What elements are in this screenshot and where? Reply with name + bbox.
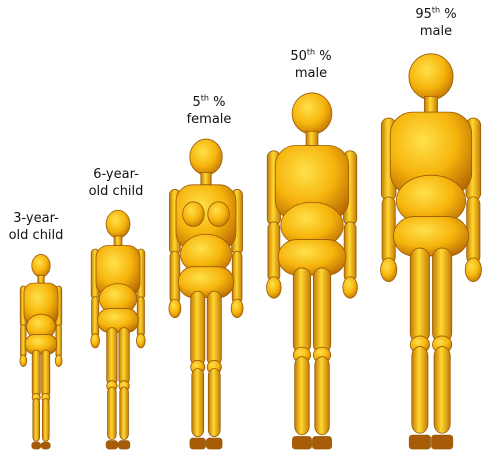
right-forearm <box>232 251 242 304</box>
label-5th-percentile-female: 5th % female <box>174 94 244 128</box>
figure-female5 <box>169 139 243 449</box>
figure-male50 <box>267 93 358 449</box>
right-thigh <box>42 350 50 397</box>
right-thigh <box>313 268 330 353</box>
neck <box>38 275 44 283</box>
head <box>409 54 453 100</box>
head <box>106 210 130 238</box>
label-line-1: 3-year- <box>2 210 70 227</box>
label-line-2: male <box>274 65 348 82</box>
label-line-1: 5th % <box>174 94 244 111</box>
left-forearm <box>382 197 395 264</box>
right-foot <box>206 438 222 449</box>
pelvis <box>25 335 56 354</box>
pelvis <box>278 240 346 275</box>
right-foot <box>118 441 129 449</box>
right-foot <box>432 435 453 449</box>
neck <box>424 96 437 112</box>
right-hand <box>231 299 243 318</box>
right-forearm <box>344 222 356 282</box>
left-foot <box>409 435 430 449</box>
right-shin <box>315 357 330 435</box>
head <box>292 93 332 134</box>
left-forearm <box>170 251 180 304</box>
left-shin <box>412 347 428 434</box>
left-foot <box>190 438 206 449</box>
neck <box>114 236 122 246</box>
label-line-2: male <box>398 23 474 40</box>
left-thigh <box>32 350 40 397</box>
right-shin <box>434 347 450 434</box>
left-hand <box>169 299 181 318</box>
right-thigh <box>119 328 129 385</box>
left-thigh <box>293 268 310 353</box>
left-shin <box>33 399 40 442</box>
right-foot <box>41 442 50 449</box>
left-shin <box>108 387 117 439</box>
right-hand <box>55 355 62 367</box>
label-line-1: 50th % <box>274 48 348 65</box>
label-6-year-old-child: 6-year- old child <box>80 166 152 200</box>
left-forearm <box>92 297 99 337</box>
label-95th-percentile-male: 95th % male <box>398 6 474 40</box>
figure-child3 <box>20 254 62 449</box>
label-line-2: old child <box>2 227 70 244</box>
left-hand <box>91 334 100 348</box>
right-forearm <box>137 297 144 337</box>
label-line-1: 95th % <box>398 6 474 23</box>
right-breast <box>208 202 230 227</box>
right-foot <box>312 437 331 449</box>
left-thigh <box>410 248 429 343</box>
left-shin <box>192 369 204 437</box>
left-foot <box>32 442 41 449</box>
neck <box>306 131 318 145</box>
left-forearm <box>268 222 280 282</box>
right-shin <box>208 369 220 437</box>
label-line-1: 6-year- <box>80 166 152 183</box>
left-foot <box>292 437 311 449</box>
left-thigh <box>107 328 117 385</box>
left-hand <box>381 258 397 282</box>
label-50th-percentile-male: 50th % male <box>274 48 348 82</box>
right-thigh <box>207 291 221 365</box>
left-thigh <box>191 291 205 365</box>
head <box>190 139 222 175</box>
right-thigh <box>433 248 452 343</box>
left-breast <box>183 202 205 227</box>
right-hand <box>136 334 145 348</box>
pelvis <box>178 267 233 298</box>
left-shin <box>295 357 310 435</box>
label-3-year-old-child: 3-year- old child <box>2 210 70 244</box>
left-foot <box>106 441 117 449</box>
right-hand <box>343 277 358 298</box>
head <box>32 254 50 277</box>
figure-male95 <box>381 54 482 449</box>
pelvis <box>394 217 469 256</box>
pelvis <box>98 309 138 333</box>
neck <box>201 172 211 184</box>
right-hand <box>465 258 481 282</box>
label-line-2: female <box>174 111 244 128</box>
left-hand <box>267 277 282 298</box>
right-shin <box>42 399 49 442</box>
left-hand <box>20 355 27 367</box>
label-line-2: old child <box>80 183 152 200</box>
figure-child6 <box>91 210 145 449</box>
right-shin <box>120 387 129 439</box>
right-forearm <box>467 197 480 264</box>
